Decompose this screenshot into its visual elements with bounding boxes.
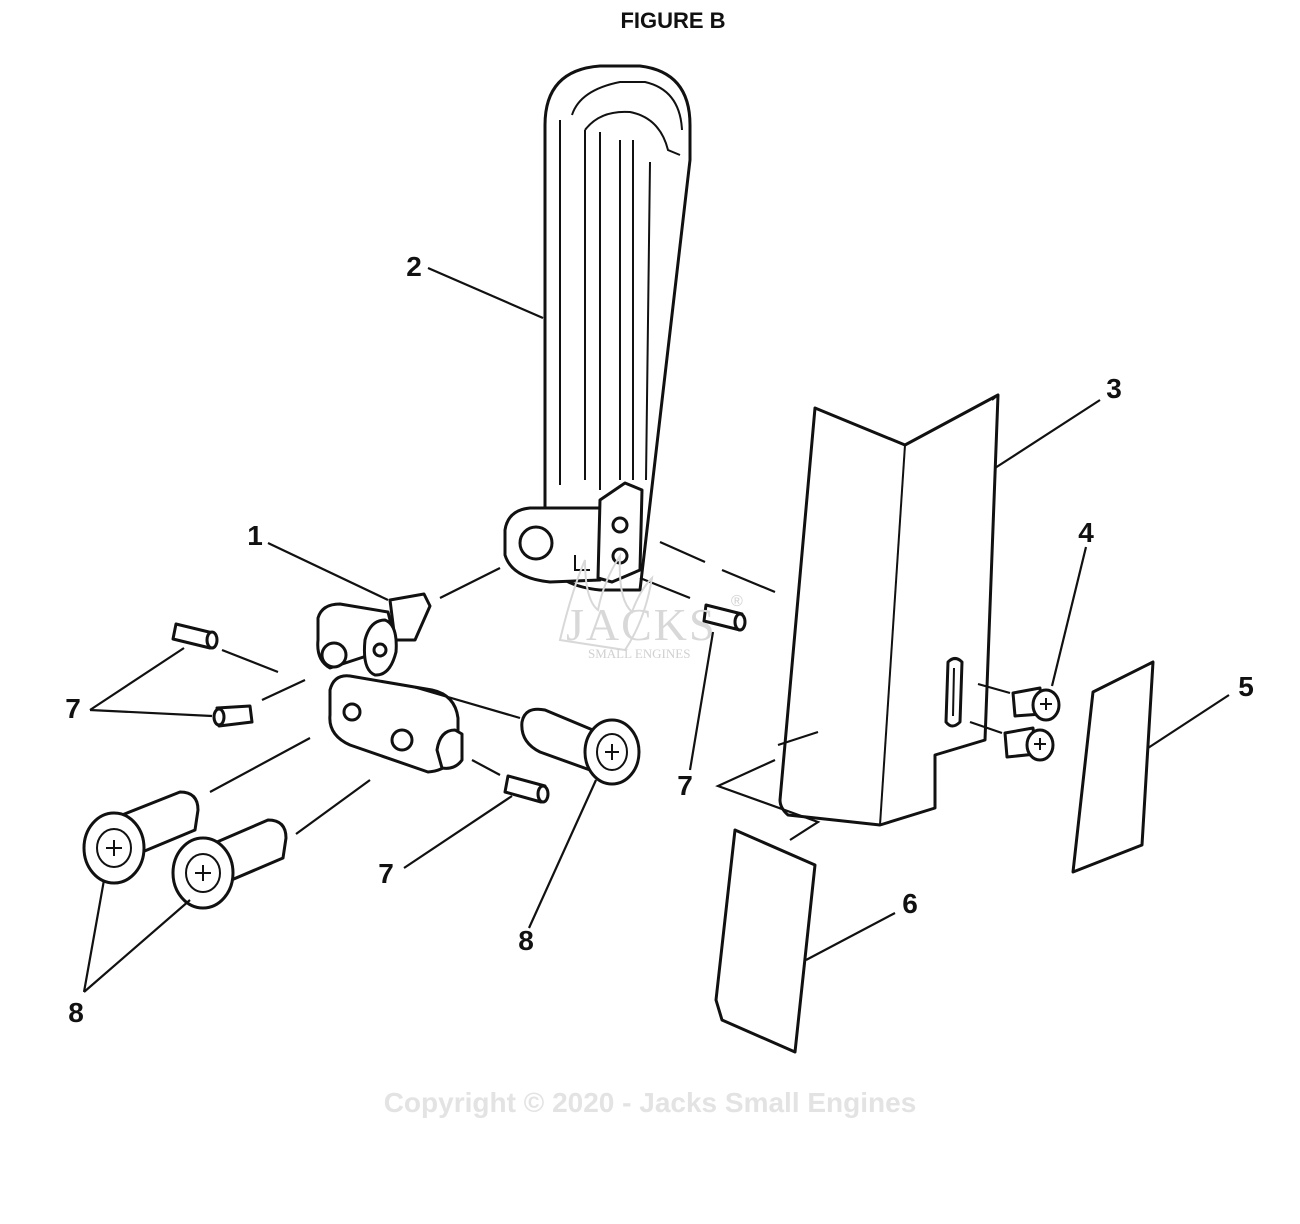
part-6-label	[714, 828, 817, 1054]
copyright-notice: Copyright © 2020 - Jacks Small Engines	[384, 1087, 917, 1118]
callout-5: 5	[1238, 671, 1254, 702]
part-3-guard-plate	[778, 393, 1000, 827]
watermark-flame-icon	[558, 552, 654, 652]
callout-7-bottom: 7	[378, 858, 394, 889]
callout-2: 2	[406, 251, 422, 282]
watermark-brand: JACKS	[566, 599, 717, 650]
callout-7-center: 7	[677, 770, 693, 801]
part-7-set-screw-d	[503, 774, 550, 804]
figure-title: FIGURE B	[620, 8, 725, 33]
part-7-set-screw-c	[702, 603, 747, 632]
watermark-registered: ®	[731, 593, 743, 610]
part-7-set-screw-a	[171, 622, 219, 650]
part-8-bolt-left-b	[171, 818, 288, 910]
watermark-tagline: SMALL ENGINES	[588, 646, 690, 661]
callout-8-left: 8	[68, 997, 84, 1028]
assembly-lines	[209, 540, 1011, 841]
callout-4: 4	[1078, 517, 1094, 548]
callout-8-center: 8	[518, 925, 534, 956]
jacks-watermark: JACKS ® SMALL ENGINES	[558, 552, 743, 661]
part-8-bolt-left-a	[82, 790, 200, 885]
callout-1: 1	[247, 520, 263, 551]
callout-6: 6	[902, 888, 918, 919]
part-5-label	[1071, 660, 1155, 874]
callout-7-left: 7	[65, 693, 81, 724]
part-2-guide-arm	[503, 64, 692, 592]
part-7-set-screw-b	[212, 704, 254, 728]
callout-3: 3	[1106, 373, 1122, 404]
callout-leaders	[82, 266, 1230, 993]
part-8-bolt-right	[520, 707, 641, 786]
part-4-screws	[1003, 686, 1061, 762]
part-1-hinge-bracket	[316, 592, 464, 774]
